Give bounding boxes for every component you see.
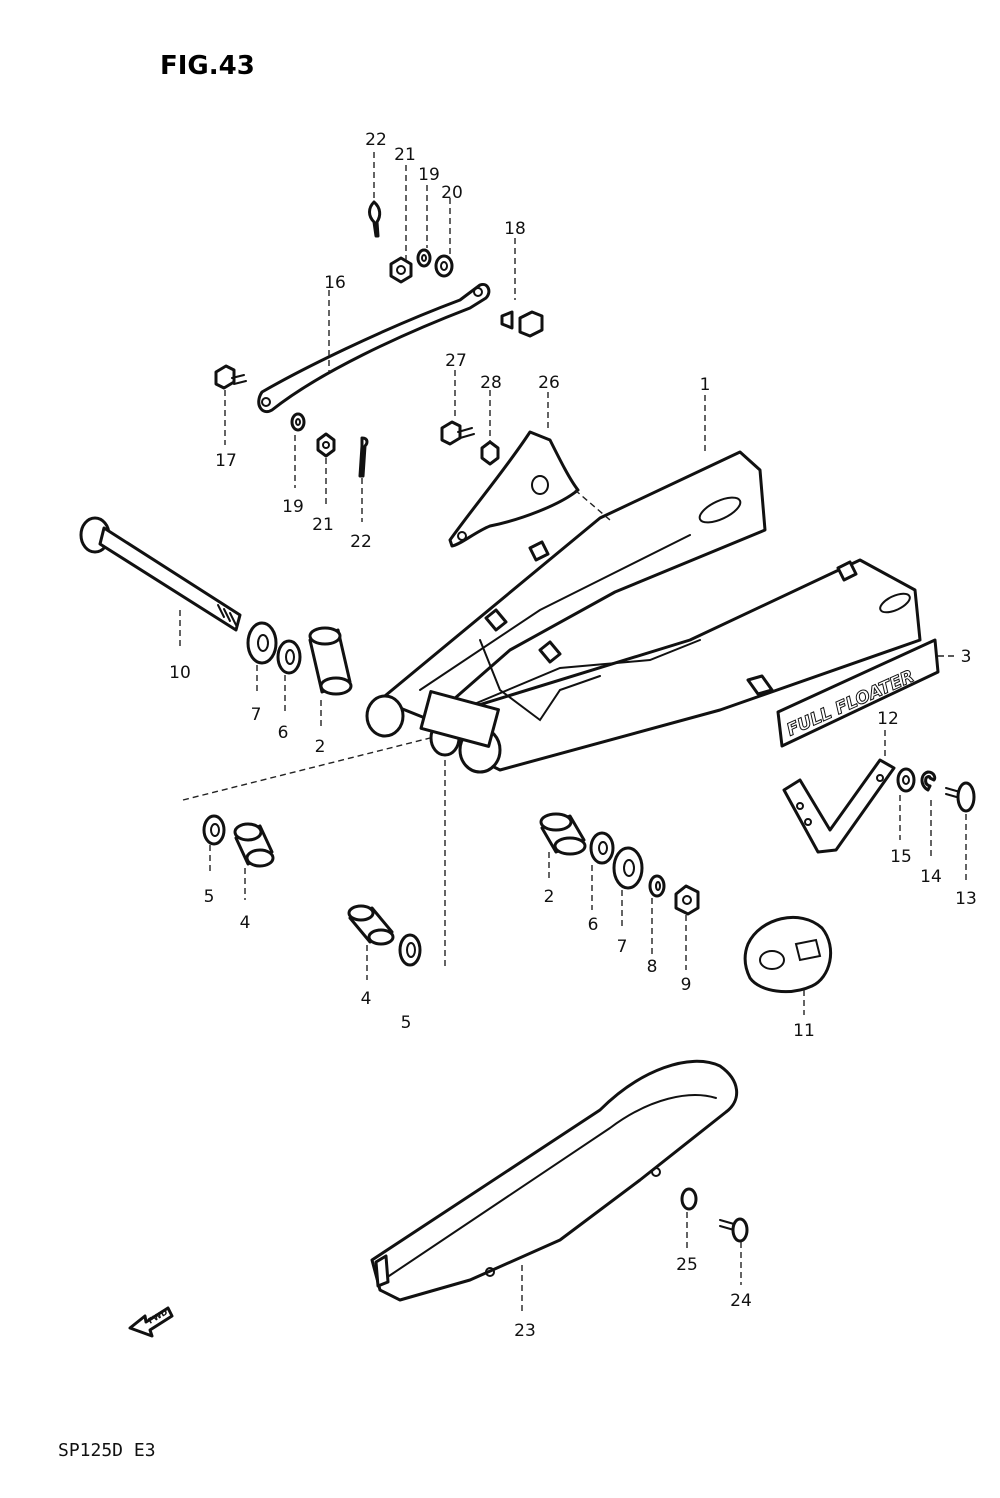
- callout-20: 20: [441, 183, 463, 203]
- callout-2: 2: [544, 887, 555, 907]
- callout-19: 19: [282, 497, 304, 517]
- bushing-4-left: [233, 822, 275, 868]
- torque-link-16: [257, 282, 491, 413]
- fwd-arrow-icon: FWD: [128, 1306, 174, 1338]
- cover-11: [743, 916, 833, 993]
- nut-9: [674, 884, 700, 916]
- callout-18: 18: [504, 219, 526, 239]
- callout-9: 9: [681, 975, 692, 995]
- washer-7-right: [612, 846, 644, 890]
- chain-case-23: [370, 1059, 739, 1302]
- callout-1: 1: [700, 375, 711, 395]
- washer-5-left: [202, 814, 226, 846]
- washer-19-bottom: [290, 412, 306, 432]
- callout-4: 4: [240, 913, 251, 933]
- bushing-2-right: [539, 812, 587, 856]
- callout-23: 23: [514, 1321, 536, 1341]
- leader-lines: [179, 152, 967, 1315]
- nut-21-bottom: [316, 432, 336, 458]
- washer-8: [648, 874, 666, 898]
- callout-22: 22: [350, 532, 372, 552]
- bolt-17: [214, 364, 247, 390]
- callout-13: 13: [955, 889, 977, 909]
- washer-5-center: [398, 933, 422, 967]
- washer-15: [896, 767, 916, 793]
- bolt-13: [945, 781, 976, 813]
- callout-10: 10: [169, 663, 191, 683]
- callout-21: 21: [312, 515, 334, 535]
- callout-5: 5: [401, 1013, 412, 1033]
- callout-labels: 1 2 2 3 4 4 5 5 6 6 7 7 8 9 10 11 12 13 …: [169, 130, 977, 1341]
- washer-6-right: [589, 831, 615, 865]
- callout-27: 27: [445, 351, 467, 371]
- callout-22: 22: [365, 130, 387, 150]
- callout-25: 25: [676, 1255, 698, 1275]
- bracket-26: [448, 430, 580, 548]
- nut-21-top: [389, 256, 413, 284]
- callout-8: 8: [647, 957, 658, 977]
- washer-14: [920, 770, 937, 792]
- callout-14: 14: [920, 867, 942, 887]
- washer-25: [680, 1187, 698, 1211]
- washer-20: [434, 254, 454, 278]
- bushing-4-center: [347, 904, 395, 946]
- callout-2: 2: [315, 737, 326, 757]
- pivot-shaft-10: [79, 516, 242, 632]
- cotter-pin-22-bottom: [358, 436, 369, 478]
- callout-4: 4: [361, 989, 372, 1009]
- washer-6-left: [276, 639, 302, 675]
- callout-19: 19: [418, 165, 440, 185]
- callout-12: 12: [877, 709, 899, 729]
- washer-19-top: [416, 248, 432, 268]
- callout-28: 28: [480, 373, 502, 393]
- callout-7: 7: [251, 705, 262, 725]
- callout-26: 26: [538, 373, 560, 393]
- bolt-24: [719, 1217, 749, 1243]
- callout-16: 16: [324, 273, 346, 293]
- callout-3: 3: [961, 647, 972, 667]
- callout-11: 11: [793, 1021, 815, 1041]
- callout-21: 21: [394, 145, 416, 165]
- bolt-27: [440, 420, 475, 446]
- callout-6: 6: [588, 915, 599, 935]
- figure-title: FIG.43: [160, 51, 255, 81]
- model-footer: SP125D E3: [58, 1440, 156, 1461]
- nut-28: [480, 440, 500, 466]
- callout-5: 5: [204, 887, 215, 907]
- swingarm-1: [365, 450, 922, 774]
- callout-24: 24: [730, 1291, 752, 1311]
- callout-7: 7: [617, 937, 628, 957]
- cotter-pin-22-top: [368, 200, 382, 238]
- washer-7-left: [246, 621, 278, 665]
- bolt-18: [500, 310, 544, 338]
- callout-6: 6: [278, 723, 289, 743]
- callout-15: 15: [890, 847, 912, 867]
- chain-guide-12: [782, 758, 896, 854]
- callout-17: 17: [215, 451, 237, 471]
- bushing-2-left: [308, 626, 353, 696]
